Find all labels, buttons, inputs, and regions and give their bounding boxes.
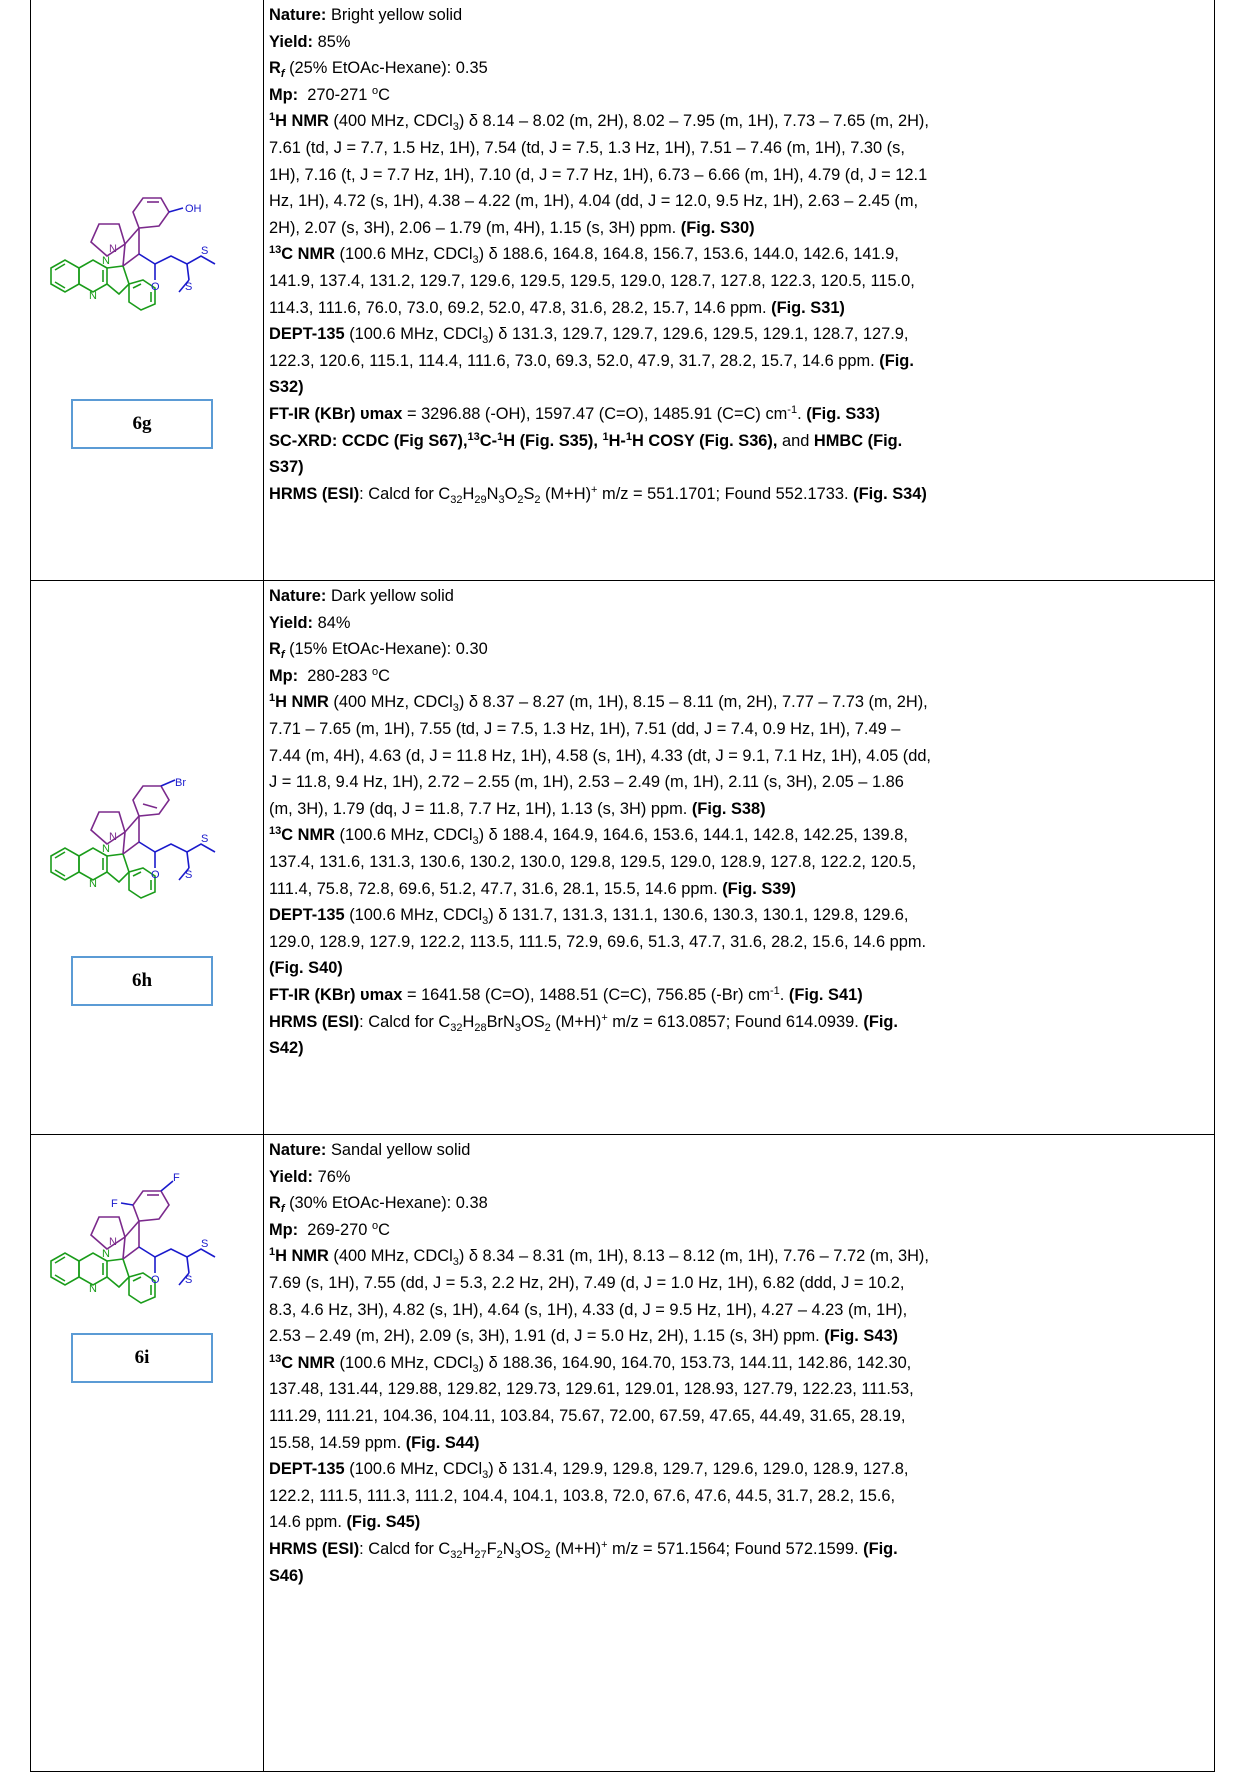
atom-label: S <box>185 1274 192 1286</box>
hrms-line: HRMS (ESI): Calcd for C32H27F2N3OS2 (M+H… <box>269 1538 898 1561</box>
compound-row-6h: Br N N N O S S 6h Nature: Dark yellow so… <box>30 580 1215 1135</box>
atom-label: O <box>151 281 160 293</box>
cnmr-line: 15.58, 14.59 ppm. (Fig. S44) <box>269 1433 480 1452</box>
hnmr-line: Hz, 1H), 4.72 (s, 1H), 4.38 – 4.22 (m, 1… <box>269 192 919 211</box>
hnmr-line: J = 11.8, 9.4 Hz, 1H), 2.72 – 2.55 (m, 1… <box>269 773 904 792</box>
hnmr-line: 8.3, 4.6 Hz, 3H), 4.82 (s, 1H), 4.64 (s,… <box>269 1300 908 1319</box>
compound-label: 6g <box>71 399 213 449</box>
structure-drawing-6h: Br N N N O S S <box>50 777 216 899</box>
atom-label: N <box>102 843 110 855</box>
atom-label: N <box>89 878 97 890</box>
atom-label: N <box>102 255 110 267</box>
dept-line: DEPT-135 (100.6 MHz, CDCl3) δ 131.4, 129… <box>269 1460 909 1482</box>
dept-line: 122.2, 111.5, 111.3, 111.2, 104.4, 104.1… <box>269 1486 896 1505</box>
data-cell: Nature: Bright yellow solid Yield: 85% R… <box>263 0 1215 581</box>
atom-label: S <box>185 869 192 881</box>
atom-label: N <box>109 243 117 255</box>
cnmr-line: 111.4, 75.8, 72.8, 69.6, 51.2, 47.7, 31.… <box>269 879 796 898</box>
hnmr-line: 1H), 7.16 (t, J = 7.7 Hz, 1H), 7.10 (d, … <box>269 165 928 184</box>
mp-line: Mp: 280-283 oC <box>269 665 390 685</box>
hnmr-line: (m, 3H), 1.79 (dq, J = 11.8, 7.7 Hz, 1H)… <box>269 799 766 818</box>
cnmr-line: 114.3, 111.6, 76.0, 73.0, 69.2, 52.0, 47… <box>269 298 845 317</box>
cnmr-line: 137.4, 131.6, 131.3, 130.6, 130.2, 130.0… <box>269 852 917 871</box>
substituent-label: F <box>173 1172 180 1184</box>
substituent-label: OH <box>185 203 202 215</box>
dept-line: DEPT-135 (100.6 MHz, CDCl3) δ 131.7, 131… <box>269 906 909 928</box>
atom-label: S <box>201 245 208 257</box>
hrms-line: HRMS (ESI): Calcd for C32H29N3O2S2 (M+H)… <box>269 483 927 506</box>
hnmr-line: 7.71 – 7.65 (m, 1H), 7.55 (td, J = 7.5, … <box>269 719 901 738</box>
rf-line: Rf (15% EtOAc-Hexane): 0.30 <box>269 640 488 662</box>
yield-line: Yield: 84% <box>269 613 351 632</box>
hnmr-line: 7.69 (s, 1H), 7.55 (dd, J = 5.3, 2.2 Hz,… <box>269 1273 905 1292</box>
rf-line: Rf (25% EtOAc-Hexane): 0.35 <box>269 59 488 81</box>
dept-line: (Fig. S40) <box>269 959 343 978</box>
hnmr-line: 7.44 (m, 4H), 4.63 (d, J = 11.8 Hz, 1H),… <box>269 746 931 765</box>
atom-label: S <box>185 281 192 293</box>
hnmr-line: 1H NMR (400 MHz, CDCl3) δ 8.14 – 8.02 (m… <box>269 111 929 134</box>
compound-label: 6h <box>71 956 213 1006</box>
dept-line: 129.0, 128.9, 127.9, 122.2, 113.5, 111.5… <box>269 932 927 951</box>
hnmr-line: 2.53 – 2.49 (m, 2H), 2.09 (s, 3H), 1.91 … <box>269 1327 899 1346</box>
cnmr-line: 111.29, 111.21, 104.36, 104.11, 103.84, … <box>269 1406 906 1425</box>
data-cell: Nature: Sandal yellow solid Yield: 76% R… <box>263 1134 1215 1772</box>
ir-line: FT-IR (KBr) υmax = 3296.88 (-OH), 1597.4… <box>269 403 880 423</box>
dept-line: 14.6 ppm. (Fig. S45) <box>269 1513 421 1532</box>
structure-cell: F F N N N O S S 6i <box>30 1134 264 1772</box>
cnmr-line: 13C NMR (100.6 MHz, CDCl3) δ 188.6, 164.… <box>269 244 899 267</box>
atom-label: O <box>151 1274 160 1286</box>
dept-line: DEPT-135 (100.6 MHz, CDCl3) δ 131.3, 129… <box>269 325 909 347</box>
compound-label: 6i <box>71 1333 213 1383</box>
yield-line: Yield: 85% <box>269 32 351 51</box>
atom-label: N <box>89 290 97 302</box>
dept-line: S32) <box>269 378 304 397</box>
hrms-line: HRMS (ESI): Calcd for C32H28BrN3OS2 (M+H… <box>269 1011 898 1034</box>
atom-label: N <box>109 1236 117 1248</box>
ir-line: FT-IR (KBr) υmax = 1641.58 (C=O), 1488.5… <box>269 984 863 1004</box>
hnmr-line: 1H NMR (400 MHz, CDCl3) δ 8.34 – 8.31 (m… <box>269 1246 929 1269</box>
hrms-line: S46) <box>269 1566 304 1585</box>
cnmr-line: 13C NMR (100.6 MHz, CDCl3) δ 188.36, 164… <box>269 1352 912 1375</box>
rf-line: Rf (30% EtOAc-Hexane): 0.38 <box>269 1194 488 1216</box>
atom-label: N <box>109 831 117 843</box>
substituent-label: F <box>111 1198 118 1210</box>
nature-line: Nature: Sandal yellow solid <box>269 1141 471 1159</box>
hnmr-line: 7.61 (td, J = 7.7, 1.5 Hz, 1H), 7.54 (td… <box>269 138 905 157</box>
atom-label: S <box>201 1238 208 1250</box>
compound-row-6i: F F N N N O S S 6i Nature: Sandal yellow… <box>30 1134 1215 1772</box>
mp-line: Mp: 270-271 oC <box>269 84 390 104</box>
structure-cell: Br N N N O S S 6h <box>30 580 264 1135</box>
structure-cell: OH N N N O S S 6g <box>30 0 264 581</box>
xrd-line: S37) <box>269 458 304 477</box>
atom-label: S <box>201 833 208 845</box>
structure-drawing-6i: F F N N N O S S <box>50 1172 216 1304</box>
atom-label: N <box>102 1248 110 1260</box>
substituent-label: Br <box>175 777 186 789</box>
nature-line: Nature: Bright yellow solid <box>269 6 463 24</box>
compound-row-6g: OH N N N O S S 6g Nature: Bright yellow … <box>30 0 1215 581</box>
data-cell: Nature: Dark yellow solid Yield: 84% Rf … <box>263 580 1215 1135</box>
nature-line: Nature: Dark yellow solid <box>269 587 454 605</box>
structure-drawing-6g: OH N N N O S S <box>50 197 216 311</box>
atom-label: N <box>89 1283 97 1295</box>
hnmr-line: 2H), 2.07 (s, 3H), 2.06 – 1.79 (m, 4H), … <box>269 218 755 237</box>
cnmr-line: 137.48, 131.44, 129.88, 129.82, 129.73, … <box>269 1380 914 1399</box>
hnmr-line: 1H NMR (400 MHz, CDCl3) δ 8.37 – 8.27 (m… <box>269 692 928 715</box>
mp-line: Mp: 269-270 oC <box>269 1219 390 1239</box>
yield-line: Yield: 76% <box>269 1167 351 1186</box>
cnmr-line: 13C NMR (100.6 MHz, CDCl3) δ 188.4, 164.… <box>269 825 908 848</box>
hrms-line: S42) <box>269 1039 304 1058</box>
atom-label: O <box>151 869 160 881</box>
dept-line: 122.3, 120.6, 115.1, 114.4, 111.6, 73.0,… <box>269 351 914 370</box>
compound-table: OH N N N O S S 6g Nature: Bright yellow … <box>30 0 1215 1772</box>
cnmr-line: 141.9, 137.4, 131.2, 129.7, 129.6, 129.5… <box>269 271 915 290</box>
xrd-line: SC-XRD: CCDC (Fig S67),13C-1H (Fig. S35)… <box>269 430 903 450</box>
